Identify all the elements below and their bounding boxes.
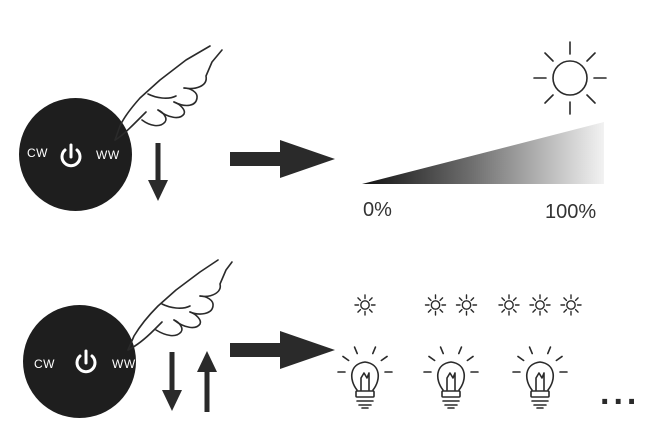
knob-cw-label-bottom: CW	[34, 357, 55, 371]
bulb-icon	[512, 346, 568, 409]
scale-min-label: 0%	[363, 199, 392, 221]
bulb-icon	[337, 346, 393, 409]
bulb-icon	[423, 346, 479, 409]
ellipsis: ...	[600, 374, 641, 412]
small-sun-icon	[424, 294, 447, 316]
knob-ww-label-top: WW	[96, 148, 120, 162]
knob-cw-label-top: CW	[27, 146, 48, 160]
small-sun-icon	[529, 294, 551, 316]
scale-max-label: 100%	[545, 201, 597, 223]
knob-ww-label-bottom: WW	[112, 357, 136, 371]
small-sun-icon	[455, 294, 478, 316]
small-sun-icon	[354, 294, 376, 316]
small-sun-icon	[498, 294, 520, 316]
small-sun-icon	[560, 294, 582, 316]
